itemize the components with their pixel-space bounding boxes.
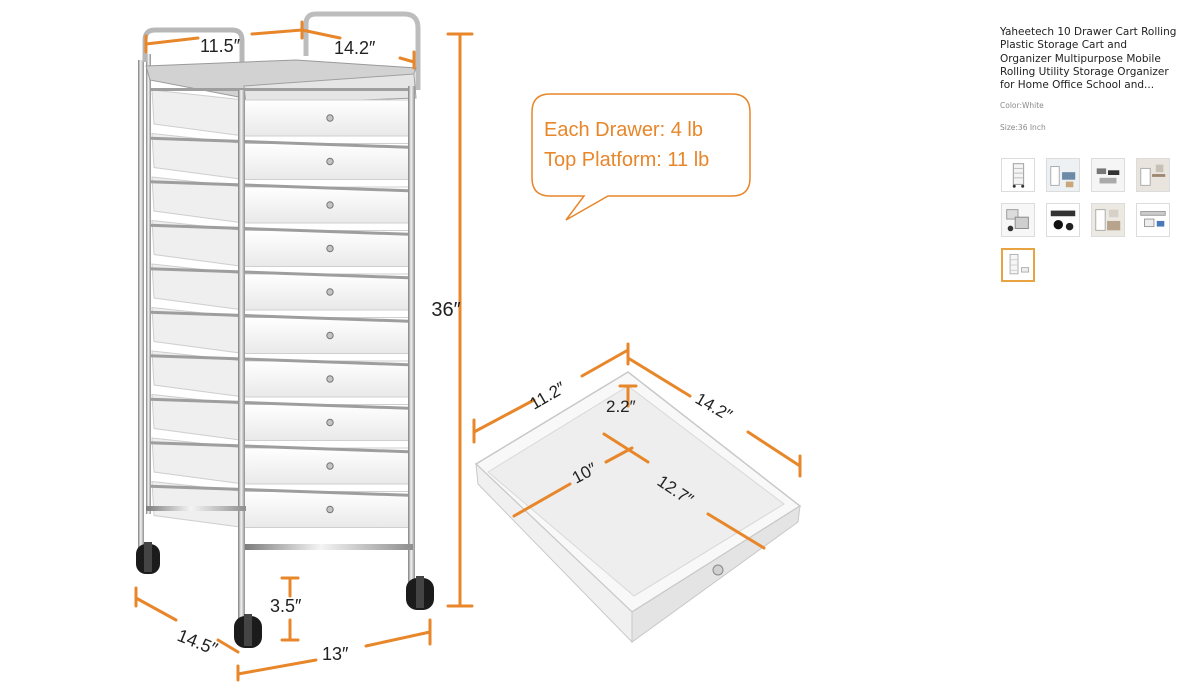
cart-bottom-width-label: 13″	[322, 644, 349, 664]
thumbnail-7[interactable]	[1091, 203, 1125, 237]
thumbnail-6[interactable]	[1046, 203, 1080, 237]
cart-width-top-label: 11.5″	[200, 36, 241, 56]
drawer-length-label: 14.2″	[692, 389, 735, 425]
drawer-stack	[150, 88, 412, 529]
thumb-cart-icon	[1012, 163, 1025, 188]
thumbnail-3[interactable]	[1091, 158, 1125, 192]
color-attribute: Color:White	[1000, 101, 1044, 111]
thumb-white-cart-icon	[1003, 250, 1033, 280]
drawer-dimension-lines	[472, 342, 802, 550]
cart-dimension-lines	[134, 20, 474, 682]
thumb-parts-icon	[1002, 204, 1034, 236]
cart-drawer	[150, 176, 412, 224]
cart-drawer	[150, 306, 412, 355]
callout-line-1: Each Drawer: 4 lb	[544, 119, 703, 141]
weight-callout: Each Drawer: 4 lb Top Platform: 11 lb	[531, 93, 751, 221]
thumbnail-9-selected[interactable]	[1001, 248, 1035, 282]
thumbnail-8[interactable]	[1136, 203, 1170, 237]
thumb-wheel-icon	[1047, 204, 1079, 236]
cart-drawer	[150, 350, 412, 398]
callout-line-2: Top Platform: 11 lb	[544, 149, 709, 171]
drawer-height-label: 2.2″	[606, 397, 636, 416]
cart-drawer	[150, 393, 412, 442]
cart-wheels	[136, 542, 434, 648]
product-main-image: 11.5″ 14.2″ 36″ 14.5″ 13″ 3.5″ Each Draw…	[134, 11, 802, 682]
cart-drawer	[150, 132, 412, 181]
size-attribute: Size:36 Inch	[1000, 123, 1046, 133]
thumb-office-icon	[1137, 159, 1169, 191]
cart-depth-top-label: 14.2″	[334, 38, 376, 58]
thumb-dimensions-icon	[1137, 204, 1169, 236]
drawer-width-label: 11.2″	[527, 378, 569, 413]
thumb-items-icon	[1092, 159, 1124, 191]
cart-height-label: 36″	[431, 299, 460, 321]
cart-dimension-labels: 11.5″ 14.2″ 36″ 14.5″ 13″ 3.5″	[175, 36, 461, 664]
cart-bottom-depth-label: 14.5″	[175, 625, 221, 659]
product-info-panel: Yaheetech 10 Drawer Cart Rolling Plastic…	[1000, 26, 1180, 132]
cart-drawer	[150, 263, 412, 311]
cart-front-frame	[146, 86, 415, 620]
product-title[interactable]: Yaheetech 10 Drawer Cart Rolling Plastic…	[1000, 26, 1177, 92]
cart-drawer	[150, 219, 412, 268]
cart-drawer	[150, 480, 412, 529]
thumbnail-2[interactable]	[1046, 158, 1080, 192]
single-drawer-illustration	[474, 371, 802, 644]
cart-clearance-label: 3.5″	[270, 596, 302, 616]
thumbnail-4[interactable]	[1136, 158, 1170, 192]
cart-drawer	[150, 437, 412, 485]
thumbnail-5[interactable]	[1001, 203, 1035, 237]
thumb-living-icon	[1092, 204, 1124, 236]
thumb-room-icon	[1047, 159, 1079, 191]
thumbnail-1[interactable]	[1001, 158, 1035, 192]
